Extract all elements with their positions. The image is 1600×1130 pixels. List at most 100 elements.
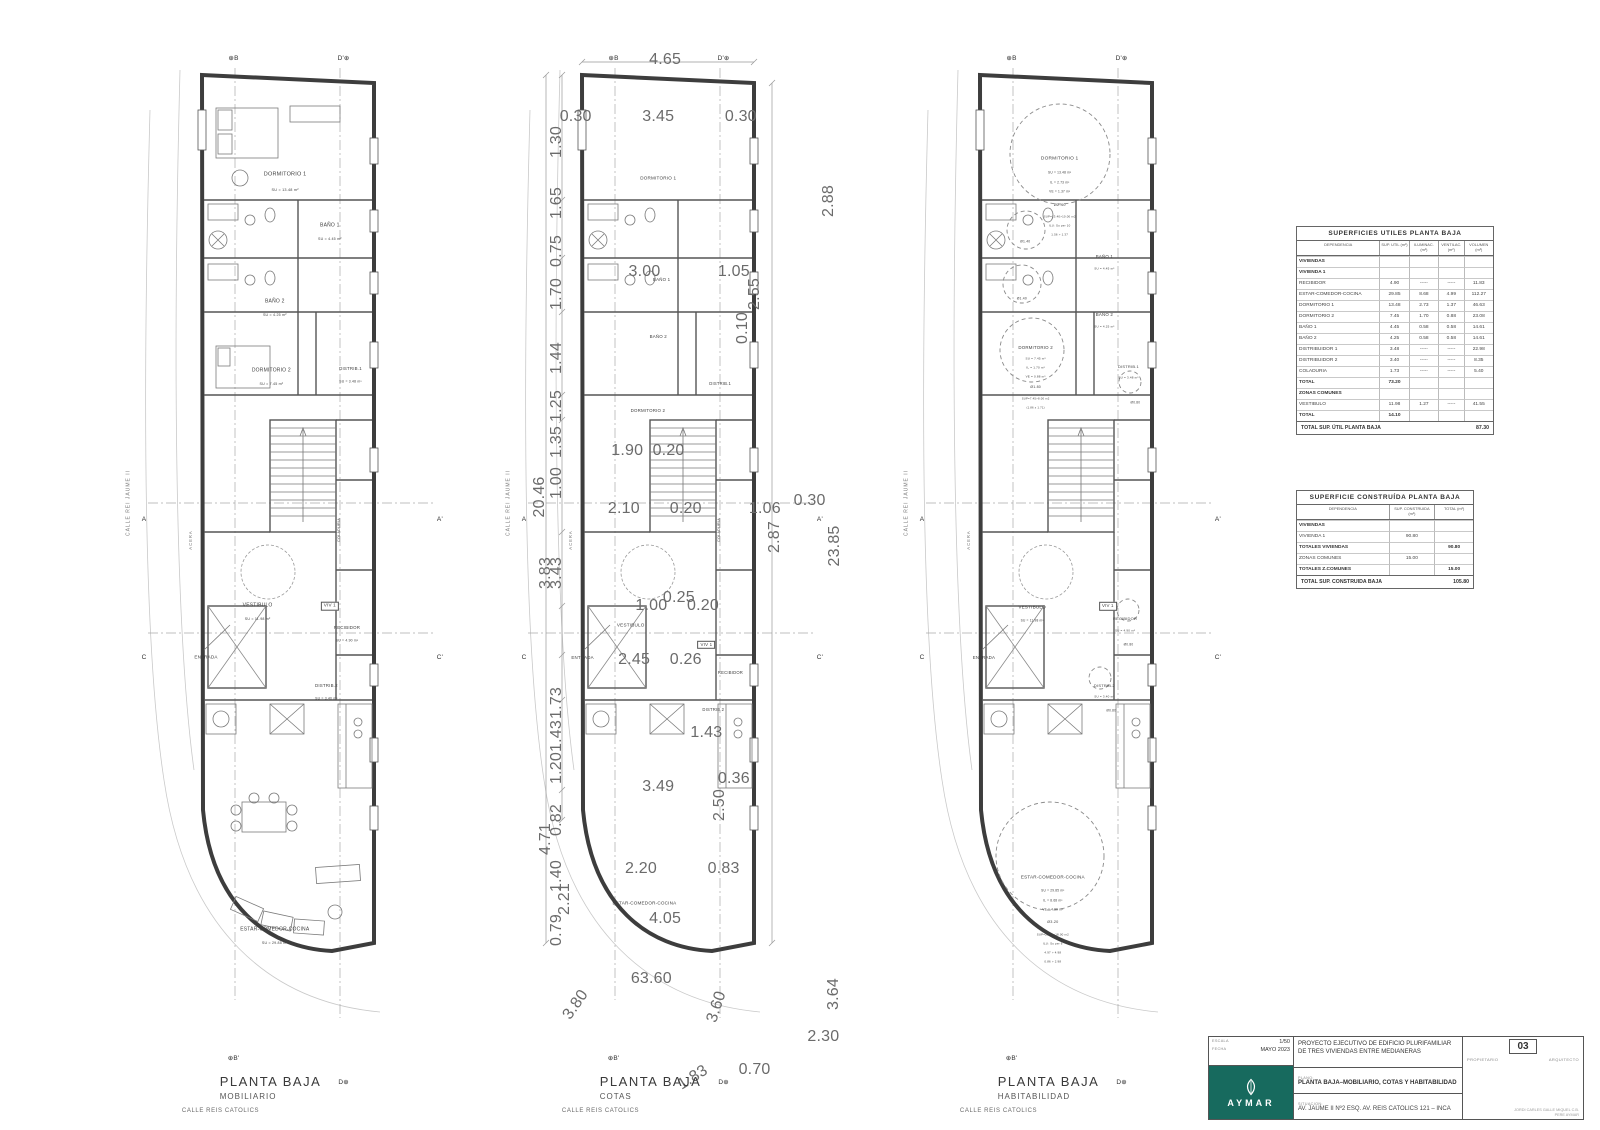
room-label: Ø0.80 [1123, 642, 1134, 647]
room-label: RECIBIDOR [717, 669, 744, 675]
dimension-label: 1.06 [748, 500, 781, 518]
dimension-label: 1.35 [547, 426, 565, 459]
dimension-label: 0.20 [652, 442, 685, 460]
dimension-label: 0.36 [717, 769, 750, 787]
table-cell: ZONAS COMUNES [1297, 552, 1389, 564]
room-label: DISTRIB.1 [339, 365, 362, 371]
dimension-label: 23.85 [826, 525, 844, 567]
table-cell [1408, 376, 1439, 388]
turning-circle [1018, 544, 1074, 600]
room-label: SUP=13.40>10.00 m2 [1043, 214, 1076, 219]
section-marker: A [919, 515, 925, 523]
plan-subtitle: HABITABILIDAD [997, 1092, 1071, 1101]
plano-row: PLANO: PLANTA BAJA–MOBILIARIO, COTAS Y H… [1294, 1068, 1462, 1094]
section-marker: A' [1214, 515, 1221, 523]
table-cell [1379, 266, 1409, 278]
superficies-utiles-table: SUPERFICIES UTILES PLANTA BAJA DEPENDENC… [1296, 226, 1494, 435]
table-cell: 0.58 [1408, 332, 1439, 344]
section-marker: C [141, 653, 147, 661]
room-label: (1.86 x 1.71) [1026, 405, 1045, 410]
room-label: SU = 3.48 m² [339, 379, 362, 384]
room-label: 1.56 > 1.37 [1051, 232, 1069, 237]
plan-title: PLANTA BAJA [219, 1074, 322, 1089]
table-footer: TOTAL SUP. CONSTRUIDA BAJA 105.80 [1297, 574, 1473, 588]
table-cell: BAÑO 2 [1297, 332, 1380, 344]
dimension-lines [542, 58, 776, 947]
table-cell: 3.48 [1379, 343, 1409, 355]
table-cell: 15.00 [1434, 563, 1473, 575]
turning-circle [240, 544, 296, 600]
bath-kitchen-fixtures [583, 203, 753, 789]
plan-title: PLANTA BAJA [599, 1074, 702, 1089]
dimension-label: 3.43 [547, 556, 565, 589]
title-block: ESCALA 1/50 FECHA MAYO 2023 AYMAR PROYEC… [1208, 1036, 1584, 1120]
room-label: DORMITORIO 1 [263, 171, 307, 178]
room-label: VE = 1.37 m² [1049, 189, 1071, 194]
table-row: VIVIENDAS [1297, 519, 1473, 531]
table-cell [1408, 409, 1439, 421]
table-cell: 14.61 [1463, 332, 1493, 344]
room-label: Ø0.80 [1106, 708, 1117, 713]
dimension-label: 2.87 [766, 521, 784, 554]
table-header-cell: DEPENDENCIA [1328, 506, 1357, 511]
date-label: FECHA [1212, 1047, 1227, 1051]
dimension-label: 0.26 [669, 651, 702, 669]
architect-name: PERE AYMAR [1554, 1113, 1579, 1117]
table-cell: 0.88 [1438, 310, 1464, 322]
section-marker: A' [436, 515, 443, 523]
room-label: 0.86 > 2.98 [1044, 959, 1062, 964]
situacion-row: SITUACION: AV. JAUME II Nº2 ESQ. AV. REI… [1294, 1094, 1462, 1119]
section-marker: D⊕ [1116, 1078, 1127, 1086]
table-cell: 3.40 [1379, 354, 1409, 366]
room-label: VESTIBULO [242, 602, 273, 609]
table-cell: 14.61 [1463, 321, 1493, 333]
dimension-label: 0.79 [547, 913, 565, 946]
section-marker: ⊕B' [607, 1054, 620, 1062]
room-label: Ø0.80 [1130, 399, 1141, 404]
table-footer: TOTAL SUP. ÚTIL PLANTA BAJA 87.30 [1297, 420, 1493, 434]
table-row: TOTALES Z.COMUNES 15.00 [1297, 563, 1473, 575]
plano-value: PLANTA BAJA–MOBILIARIO, COTAS Y HABITABI… [1298, 1079, 1457, 1086]
dimension-label: 1.05 [717, 263, 750, 281]
scale-value: 1/50 [1279, 1039, 1290, 1045]
room-label: SUP=7.45>8.00 m2 [1021, 396, 1050, 401]
dimension-label: 3.00 [628, 263, 661, 281]
room-label: IL = 8.68 m² [1043, 897, 1063, 902]
table-cell: 29.85 [1379, 288, 1409, 300]
table-cell: 1.27 [1408, 398, 1439, 410]
table-cell [1438, 387, 1464, 399]
dimension-label: 2.10 [607, 500, 640, 518]
room-label: DISTRIB.1 [1118, 363, 1139, 369]
room-label: ILU: Su per 10 [1048, 223, 1071, 228]
table-cell [1408, 255, 1439, 267]
situacion-label: SITUACION: [1298, 1101, 1323, 1106]
table-cell: 23.08 [1463, 310, 1493, 322]
dimension-label: 0.10 [733, 312, 751, 345]
table-cell: TOTALES Z.COMUNES [1297, 563, 1389, 575]
room-label: RECIBIDOR [1113, 616, 1138, 622]
room-label: DORMITORIO 1 [1040, 156, 1079, 162]
room-label: 4.97 > 4.98 [1044, 950, 1062, 955]
room-label: DORMITORIO 2 [630, 407, 666, 413]
project-line-1: PROYECTO EJECUTIVO DE EDIFICIO PLURIFAMI… [1298, 1041, 1452, 1047]
table-cell: COLADURIA [1297, 365, 1380, 377]
architect-label: ARQUITECTO [1548, 1057, 1579, 1062]
table-cell: VIVIENDAS [1297, 255, 1380, 267]
room-label: SU = 29.85 m² [1041, 888, 1065, 893]
table-cell [1463, 266, 1493, 278]
table-cell [1438, 266, 1464, 278]
section-marker: ⊕B [228, 54, 239, 62]
dimension-label: 1.44 [547, 342, 565, 375]
floor-plan-drawing [525, 58, 816, 1018]
street-name-bottom: CALLE REIS CATOLICS [561, 1108, 640, 1114]
acera-label: ACERA [965, 530, 971, 551]
dimension-label: 1.30 [547, 125, 565, 158]
room-label: SU = 11.98 m² [1020, 618, 1044, 623]
section-marker: C' [816, 653, 824, 661]
table-cell [1408, 266, 1439, 278]
